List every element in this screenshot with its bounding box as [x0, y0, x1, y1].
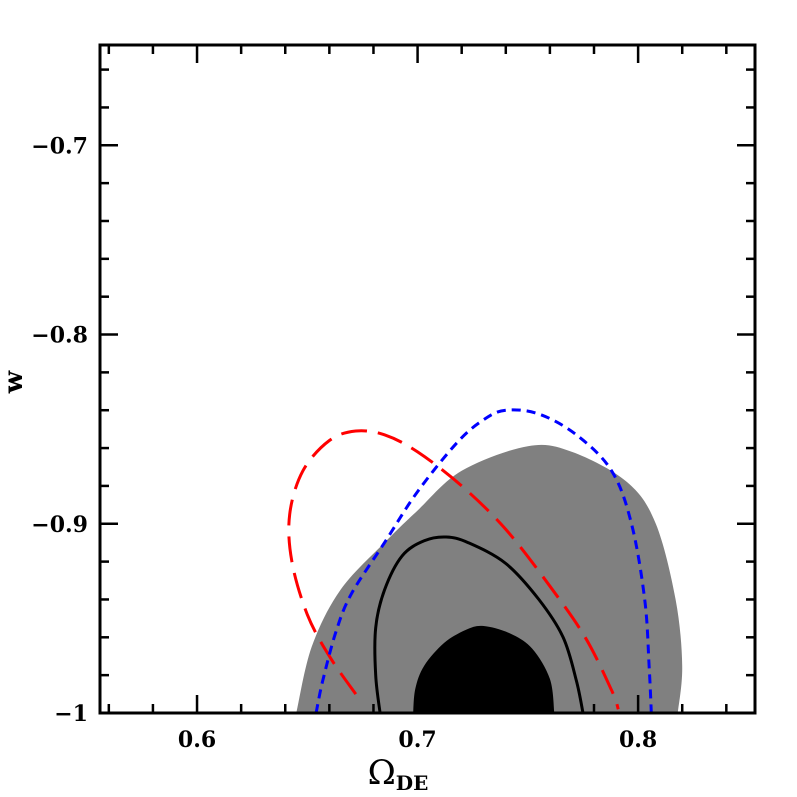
x-axis-label-main: Ω — [368, 753, 396, 793]
y-tick-label: −0.8 — [31, 323, 88, 349]
x-tick-label: 0.8 — [619, 727, 657, 753]
plot-frame — [98, 43, 757, 715]
tick-labels: 0.6 0.7 0.8 −0.7 −0.8 −0.9 −1 — [31, 133, 657, 753]
y-tick-label: −0.9 — [31, 512, 88, 538]
contour-long-dash-red — [287, 429, 620, 710]
contour-layer — [287, 408, 683, 713]
x-tick-label: 0.6 — [178, 727, 216, 753]
y-tick-label: −1 — [54, 701, 88, 727]
contour-short-dash-blue — [314, 408, 653, 713]
x-axis-label: ΩDE — [368, 753, 429, 795]
x-tick-label: 0.7 — [398, 727, 436, 753]
contour-filled-grey — [296, 444, 683, 713]
y-axis-label: w — [0, 370, 29, 394]
tick-marks — [100, 45, 755, 715]
contour-filled-black — [413, 625, 555, 713]
x-axis-label-sub: DE — [396, 771, 429, 795]
contour-solid-black — [373, 535, 585, 713]
y-tick-label: −0.7 — [31, 133, 88, 159]
